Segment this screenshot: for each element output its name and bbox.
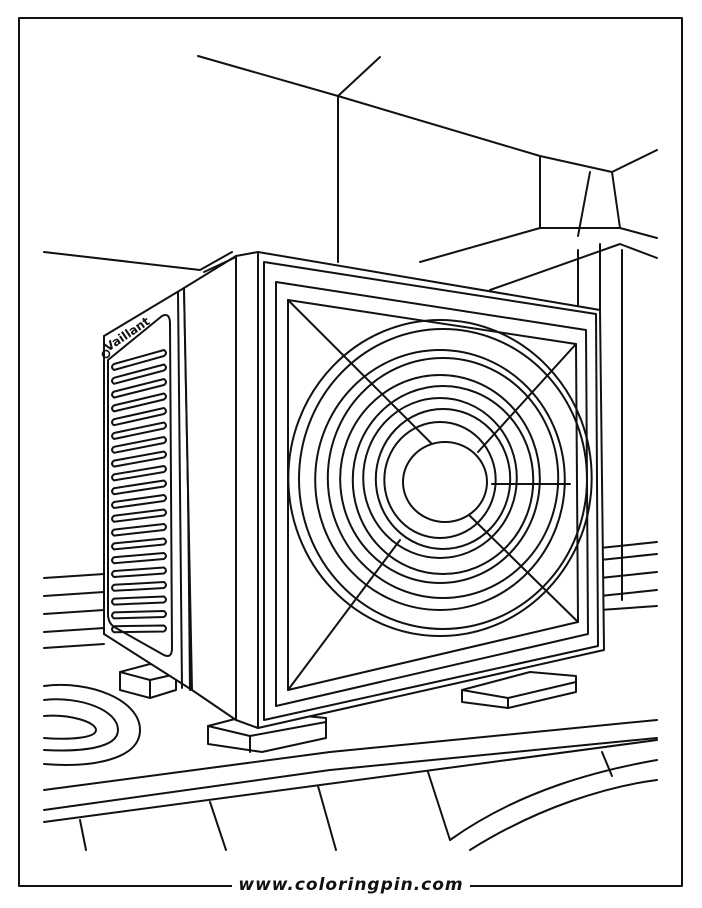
louver-slat: [112, 539, 166, 550]
fan-ring: [363, 398, 517, 558]
fan-ring: [376, 409, 510, 549]
fan-ring: [288, 320, 591, 636]
louver-slat: [112, 495, 166, 508]
fan-hub: [403, 442, 487, 522]
louver-slat: [112, 481, 166, 495]
fan-ring: [353, 386, 533, 574]
louver-slat: [112, 408, 166, 425]
louver-slat: [112, 553, 166, 563]
louver-slat: [112, 437, 166, 453]
unit-feet: [120, 664, 576, 752]
fan-ring: [315, 350, 565, 610]
fan-ring: [384, 422, 495, 538]
louver-slat: [112, 452, 166, 467]
louver-slat: [112, 611, 166, 618]
louver-slat: [112, 423, 166, 440]
louver-slat: [112, 350, 166, 370]
louver-slat: [112, 365, 166, 384]
louver-slat: [112, 379, 166, 398]
brand-logo-mark: [101, 349, 111, 359]
left-ledge: [44, 574, 104, 648]
louver-slat: [112, 394, 166, 412]
louver-slat: [112, 597, 166, 605]
louver-slat: [112, 524, 166, 536]
fan-guard-rings: [288, 320, 591, 636]
fan-ring: [328, 358, 558, 598]
louver-slat: [112, 466, 166, 480]
rooftop-floor: [44, 685, 657, 850]
footer-url-text: www.coloringpin.com: [232, 875, 470, 895]
louver-slats: [112, 350, 166, 632]
unit-front-box: [184, 252, 604, 728]
louver-slat: [112, 626, 166, 633]
louver-slat: [112, 582, 166, 591]
louver-slat: [112, 510, 166, 522]
fan-ring: [299, 329, 587, 629]
louver-slat: [112, 568, 166, 578]
fan-ring: [340, 375, 540, 583]
footer-website-url: www.coloringpin.com: [0, 874, 702, 896]
